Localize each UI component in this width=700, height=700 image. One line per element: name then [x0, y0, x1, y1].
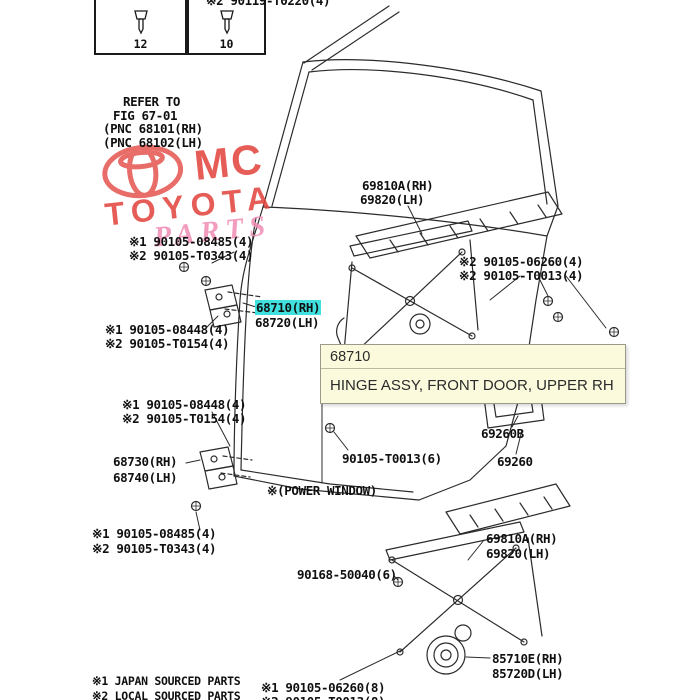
part-number-highlighted[interactable]: 68710(RH) — [255, 300, 322, 315]
upper-glass-drawing — [355, 191, 563, 259]
part-label: ※1 90105-08448(4) — [105, 322, 230, 337]
part-label: 68740(LH) — [113, 470, 178, 485]
footnote-local-sourced: ※2 LOCAL SOURCED PARTS — [92, 689, 241, 700]
hinge-drawings — [199, 284, 263, 490]
part-label: ※2 90105-T0013(8) — [261, 695, 385, 700]
watermark: MC TOYOTA PARTS — [98, 130, 281, 257]
upper-regulator-drawing — [336, 220, 479, 356]
refer-note-line: (PNC 68102(LH) — [103, 134, 203, 150]
tooltip-part-number: 68710 — [321, 345, 625, 369]
lower-regulator-drawing — [385, 521, 543, 675]
part-label: ※1 90105-08485(4) — [129, 234, 254, 249]
tooltip-part-description: HINGE ASSY, FRONT DOOR, UPPER RH — [330, 377, 614, 394]
leader-lines — [185, 205, 607, 681]
section-label-power-window: ※(POWER WINDOW) — [267, 483, 377, 498]
fastener-icon — [133, 10, 148, 35]
part-label: 69810A(RH) — [486, 531, 558, 546]
part-label: ※2 90105-T0343(4) — [92, 541, 217, 556]
toyota-logo — [102, 144, 184, 199]
part-label: ※2 90105-06260(4) — [459, 254, 584, 269]
part-label: ※1 90105-08448(4) — [122, 397, 247, 412]
part-label: 69260 — [497, 454, 533, 469]
selected-part-label: 68710(RH) 68720(LH) — [255, 300, 322, 330]
part-label: 69260B — [481, 426, 524, 441]
part-label: 85720D(LH) — [492, 666, 564, 681]
part-label: ※1 90105-08485(4) — [92, 526, 217, 541]
part-label: 69820(LH) — [360, 192, 425, 207]
part-label: ※2 90105-T0013(4) — [459, 268, 584, 283]
refer-note-line: REFER TO — [123, 94, 181, 109]
part-label: ※1 90105-06260(8) — [261, 680, 386, 695]
part-label: ※2 90105-T0343(4) — [129, 248, 254, 263]
part-tooltip: 68710 HINGE ASSY, FRONT DOOR, UPPER RH — [320, 344, 626, 404]
top-part-ref: ※2 90119-T0220(4) — [206, 0, 331, 8]
part-label: 69820(LH) — [486, 546, 551, 561]
part-label: 90105-T0013(6) — [342, 451, 442, 466]
part-label: ※2 90105-T0154(4) — [105, 336, 230, 351]
refer-note-line: FIG 67-01 — [113, 107, 178, 123]
qty-label: 12 — [133, 37, 148, 51]
refer-note-line: (PNC 68101(RH) — [103, 121, 203, 136]
part-label: 69810A(RH) — [362, 178, 434, 193]
part-label: ※2 90105-T0154(4) — [122, 411, 247, 426]
part-label: 85710E(RH) — [492, 651, 564, 666]
qty-label: 10 — [219, 37, 234, 51]
footnote-japan-sourced: ※1 JAPAN SOURCED PARTS — [92, 674, 241, 688]
lower-glass-drawing — [445, 483, 571, 535]
refer-note: REFER TO FIG 67-01 (PNC 68101(RH) (PNC 6… — [103, 95, 203, 149]
part-label: 90168-50040(6) — [297, 567, 397, 582]
fastener-icon — [219, 10, 234, 35]
top-table-cell: 10 — [187, 0, 266, 55]
door-outline — [233, 5, 559, 501]
watermark-text-mc: MC — [191, 134, 266, 189]
part-number-pair: 68720(LH) — [255, 315, 320, 330]
part-label: 68730(RH) — [113, 454, 178, 469]
top-table-cell: 12 — [94, 0, 187, 55]
